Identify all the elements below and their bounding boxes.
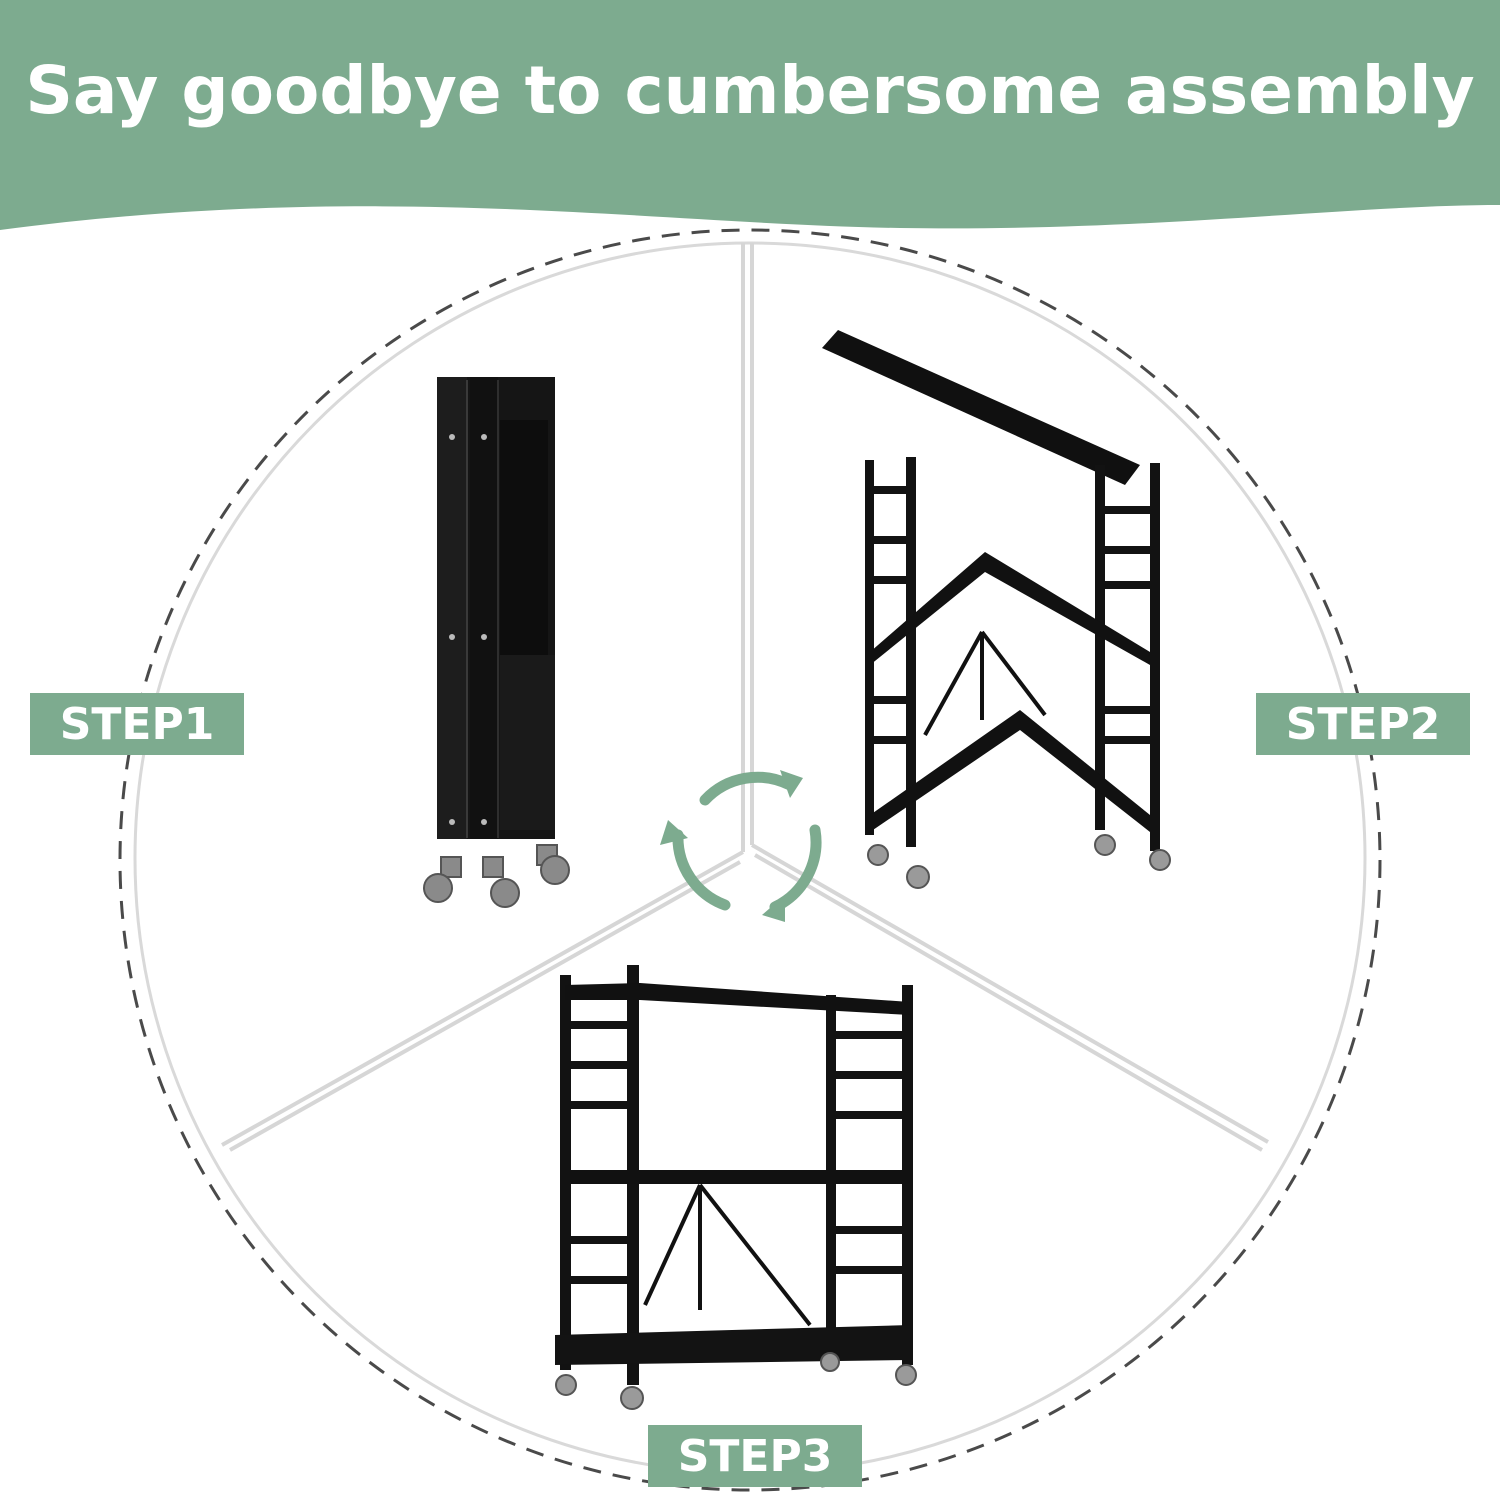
dashed-ring [118, 228, 1382, 1492]
step2-label: STEP2 [1285, 698, 1441, 750]
step3-label: STEP3 [677, 1430, 833, 1482]
header-banner [0, 0, 1500, 230]
step3-label-bg [648, 1425, 862, 1487]
step2-label-bg [1256, 693, 1470, 755]
step1-label: STEP1 [59, 698, 215, 750]
step1-label-bg [30, 693, 244, 755]
unfolding-shelf-rack [822, 330, 1171, 889]
assembled-shelf-rack [555, 965, 917, 1410]
section-dividers [221, 243, 1269, 1152]
cycle-arrows-icon [672, 771, 822, 913]
folded-shelf-rack [423, 377, 570, 908]
banner-title: Say goodbye to cumbersome assembly [25, 52, 1475, 129]
cycle-arrowheads [660, 770, 803, 922]
